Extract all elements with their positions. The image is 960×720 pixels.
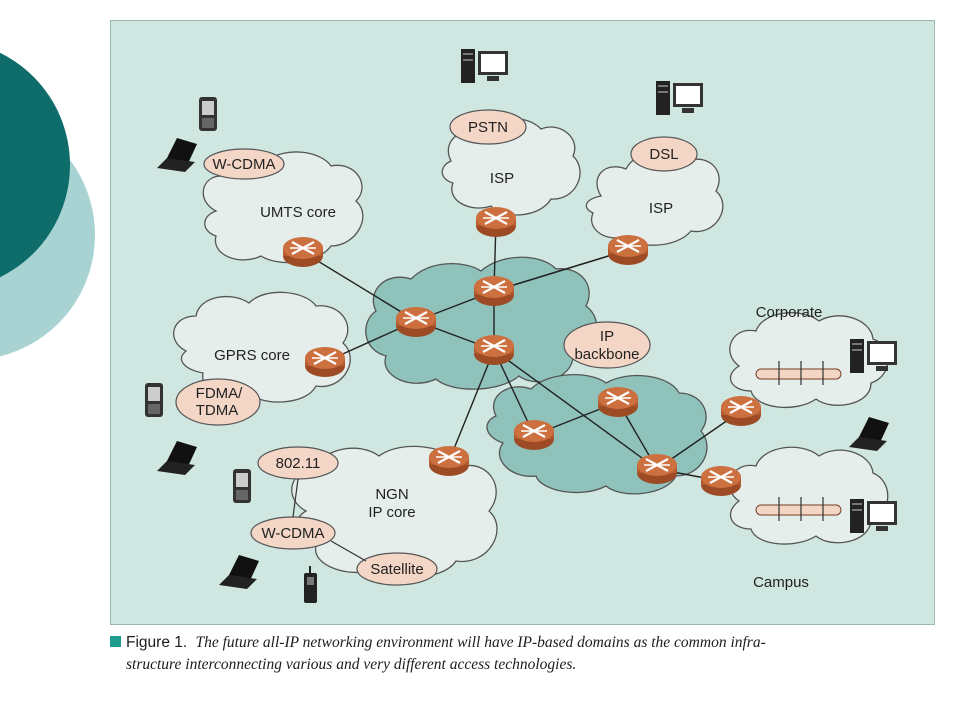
backbone-label: backbone: [574, 346, 639, 363]
pstn-label: PSTN: [468, 119, 508, 136]
dsl-bubble: [630, 136, 698, 172]
ip-backbone-bubble: [563, 321, 651, 369]
dsl-label: DSL: [649, 146, 678, 163]
satellite-bubble: [356, 552, 438, 586]
umts-core-label: UMTS core: [260, 204, 336, 221]
isp-right-cloud: [585, 150, 724, 246]
tdma-label: TDMA: [196, 402, 239, 419]
router-gprs: [303, 345, 347, 379]
caption-line-2: structure interconnecting various and ve…: [126, 656, 577, 673]
isp-right-label: ISP: [649, 200, 673, 217]
figure-caption: Figure 1. The future all-IP networking e…: [110, 632, 940, 676]
slide-decoration: [0, 52, 95, 357]
laptop-icon: [219, 555, 259, 589]
router-backbone-center: [472, 333, 516, 367]
router-lower-right: [635, 452, 679, 486]
desktop-computer-icon: [461, 49, 508, 83]
network-figure: W-CDMA UMTS core PSTN ISP DSL ISP GPRS c…: [110, 20, 935, 625]
wcdma-top-bubble: [203, 148, 285, 180]
satellite-label: Satellite: [370, 561, 423, 578]
campus-label: Campus: [753, 574, 809, 591]
gprs-core-label: GPRS core: [214, 347, 290, 364]
laptop-icon: [157, 441, 197, 475]
router-lower-left: [512, 418, 556, 452]
mobile-phone-icon: [304, 566, 317, 603]
caption-bullet: [110, 636, 121, 647]
router-umts: [281, 235, 325, 269]
router-backbone-top: [472, 274, 516, 308]
pstn-bubble: [449, 109, 527, 145]
ngn-access-links: [292, 478, 367, 562]
pda-icon: [145, 383, 163, 417]
wcdma-top-label: W-CDMA: [212, 156, 275, 173]
laptop-icon: [849, 417, 889, 451]
wcdma-bottom-label: W-CDMA: [261, 525, 324, 542]
network-diagram: W-CDMA UMTS core PSTN ISP DSL ISP GPRS c…: [145, 49, 897, 603]
laptop-icon: [157, 138, 197, 172]
ngn-ip-core-label: IP core: [368, 504, 415, 521]
decor-circle-dark: [0, 52, 70, 278]
isp-left-label: ISP: [490, 170, 514, 187]
campus-cloud: [729, 446, 889, 545]
router-lower-top: [596, 385, 640, 419]
ngn-label: NGN: [375, 486, 408, 503]
router-corporate: [719, 394, 763, 428]
caption-figure-label: Figure 1.: [126, 634, 188, 651]
caption-line-1: The future all-IP networking environment…: [195, 634, 766, 651]
pda-icon: [233, 469, 251, 503]
router-isp-right: [606, 233, 650, 267]
fdma-label: FDMA/: [196, 385, 243, 402]
campus-lan: [755, 497, 842, 521]
corporate-cloud: [729, 312, 889, 409]
router-backbone-left: [394, 305, 438, 339]
corporate-lan: [755, 361, 842, 385]
desktop-computer-icon: [850, 499, 897, 533]
pda-icon: [199, 97, 217, 131]
fdma-tdma-bubble: [175, 378, 261, 426]
desktop-computer-icon: [656, 81, 703, 115]
wlan-label: 802.11: [276, 455, 321, 472]
corporate-label: Corporate: [756, 304, 823, 321]
router-ngn: [427, 444, 471, 478]
router-campus: [699, 464, 743, 498]
ip-label: IP: [600, 328, 614, 345]
router-isp-left: [474, 205, 518, 239]
